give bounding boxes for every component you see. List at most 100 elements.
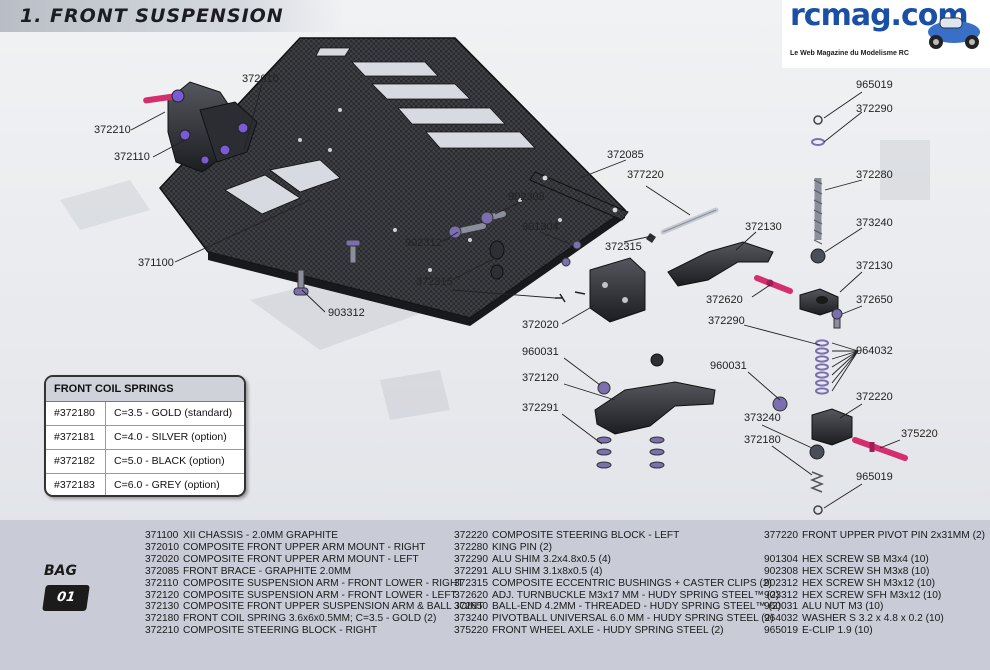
part-code: 371100 (145, 530, 179, 541)
callout-372315-bushing: 372315 (416, 276, 453, 288)
part-code: 901304 (764, 553, 798, 565)
list-item: 372290 ALU SHIM 3.2x4.8x0.5 (4) (454, 554, 781, 566)
part-code: 372291 (454, 565, 488, 577)
part-desc: COMPOSITE SUSPENSION ARM - FRONT LOWER -… (183, 577, 464, 589)
callout-901304: 901304 (522, 221, 559, 233)
part-code: 375220 (454, 625, 488, 637)
part-desc: WASHER S 3.2 x 4.8 x 0.2 (10) (802, 613, 944, 625)
turnbuckle (754, 275, 793, 294)
part-desc: HEX SCREW SB M3x4 (10) (802, 553, 929, 565)
part-desc: COMPOSITE SUSPENSION ARM - FRONT LOWER -… (183, 589, 457, 601)
callout-965019-top: 965019 (856, 79, 893, 91)
spring-row: #372180 C=3.5 - GOLD (standard) (46, 402, 244, 426)
part-code: 372120 (145, 589, 179, 601)
front-brace (529, 171, 629, 221)
spring-code: #372182 (46, 450, 106, 473)
callout-372010: 372010 (242, 73, 279, 85)
callout-965019-bottom: 965019 (856, 471, 893, 483)
bag-badge: BAG 01 (42, 563, 90, 611)
part-code: 372620 (454, 589, 488, 601)
king-pin (810, 115, 843, 329)
callout-373240-top: 373240 (856, 217, 893, 229)
part-desc: ALU SHIM 3.1x8x0.5 (4) (492, 565, 603, 577)
steering-block-left (772, 396, 908, 461)
part-desc: PIVOTBALL UNIVERSAL 6.0 MM - HUDY SPRING… (492, 613, 774, 625)
callout-377220: 377220 (627, 169, 664, 181)
front-upper-arm-assembly (143, 81, 258, 173)
callout-903312: 903312 (328, 307, 365, 319)
callout-902308: 902308 (508, 191, 545, 203)
part-code: 372210 (145, 625, 179, 637)
exploded-diagram: 372010 372210 372110 371100 903312 37208… (60, 37, 938, 515)
chassis-slots (224, 47, 536, 215)
part-desc: E-CLIP 1.9 (10) (802, 625, 873, 637)
callout-372020: 372020 (522, 319, 559, 331)
callout-372315-clip: 372315 (605, 241, 642, 253)
pivot-pin (660, 207, 719, 235)
coil-spring (809, 471, 825, 515)
callout-373240-bottom: 373240 (744, 412, 781, 424)
part-desc: FRONT WHEEL AXLE - HUDY SPRING STEEL (2) (492, 625, 724, 637)
part-code: 372010 (145, 541, 179, 553)
lower-suspension-arm (594, 353, 716, 435)
part-desc: ALU SHIM 3.2x4.8x0.5 (4) (492, 553, 611, 565)
list-spacer (764, 542, 985, 554)
part-code: 372180 (145, 613, 179, 625)
callout-902312: 902312 (405, 237, 442, 249)
part-code: 372220 (454, 530, 488, 541)
bag-number: 01 (42, 585, 90, 611)
ball-joint-upper (799, 288, 839, 316)
middle-screws (448, 211, 656, 303)
part-code: 372280 (454, 541, 488, 553)
part-desc: COMPOSITE FRONT UPPER ARM MOUNT - LEFT (183, 553, 419, 565)
spring-desc: C=5.0 - BLACK (option) (114, 455, 225, 467)
callout-372291: 372291 (522, 402, 559, 414)
list-item: 375220 FRONT WHEEL AXLE - HUDY SPRING STE… (454, 625, 781, 637)
part-callouts: 372010 372210 372110 371100 903312 37208… (94, 73, 938, 483)
logo-tagline: Le Web Magazine du Modelisme RC (790, 50, 909, 57)
part-desc: FRONT COIL SPRING 3.6x6x0.5MM; C=3.5 - G… (183, 613, 437, 625)
part-code: 964032 (764, 613, 798, 625)
part-code: 372290 (454, 553, 488, 565)
callout-372130-ball: 372130 (856, 260, 893, 272)
callout-372130-arm: 372130 (745, 221, 782, 233)
list-item: 372110 COMPOSITE SUSPENSION ARM - FRONT L… (145, 578, 484, 590)
callout-960031-right: 960031 (710, 360, 747, 372)
callout-372620: 372620 (706, 294, 743, 306)
callout-372280: 372280 (856, 169, 893, 181)
callout-372220: 372220 (856, 391, 893, 403)
part-code: 372315 (454, 577, 488, 589)
bag-label: BAG (44, 563, 77, 579)
part-code: 960031 (764, 601, 798, 613)
chassis-plate (159, 37, 627, 326)
chassis-screws (293, 239, 361, 296)
part-code: 372110 (145, 577, 179, 589)
coil-springs-heading: FRONT COIL SPRINGS (46, 377, 244, 402)
callout-960031-left: 960031 (522, 346, 559, 358)
callout-372290-top: 372290 (856, 103, 893, 115)
title-bar: 1. FRONT SUSPENSION (0, 0, 345, 32)
spring-desc: C=4.0 - SILVER (option) (114, 431, 227, 443)
leader-lines (130, 83, 901, 509)
part-code: 903312 (764, 589, 798, 601)
list-item: 964032 WASHER S 3.2 x 4.8 x 0.2 (10) (764, 613, 985, 625)
part-desc: FRONT UPPER PIVOT PIN 2x31MM (2) (802, 530, 986, 541)
callout-375220: 375220 (901, 428, 938, 440)
spring-row: #372183 C=6.0 - GREY (option) (46, 474, 244, 495)
washer-stack (815, 339, 829, 395)
part-code: 372650 (454, 601, 488, 613)
part-desc: HEX SCREW SH M3x12 (10) (802, 577, 936, 589)
callout-372290-lower: 372290 (708, 315, 745, 327)
spring-row: #372182 C=5.0 - BLACK (option) (46, 450, 244, 474)
